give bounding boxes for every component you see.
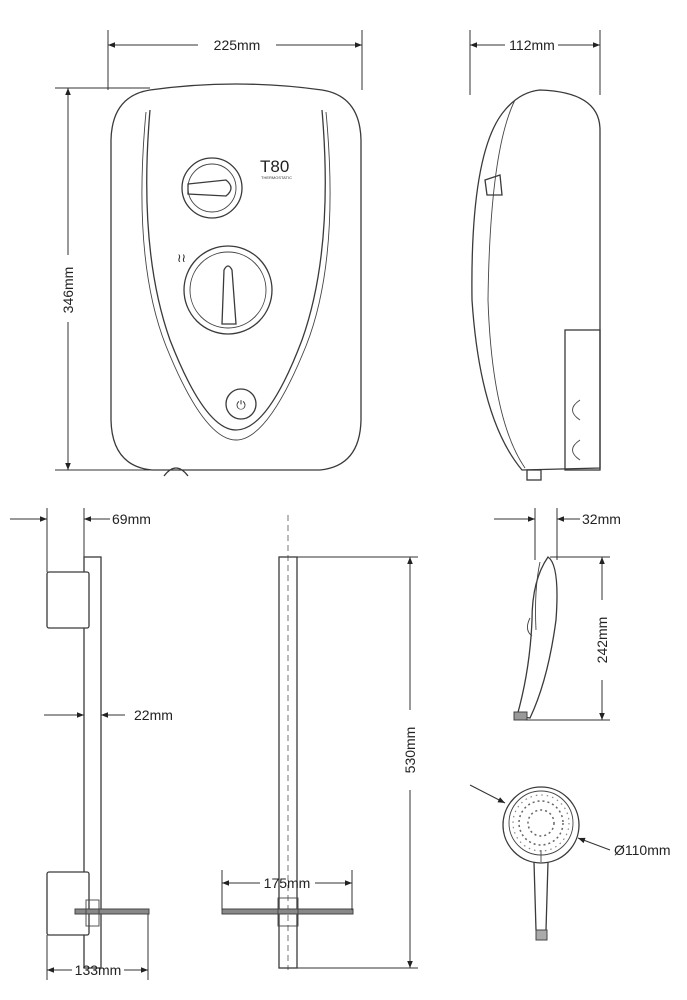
rail-projection-label: 69mm bbox=[112, 511, 151, 527]
handset-head-diameter-label: Ø110mm bbox=[614, 842, 671, 858]
shower-front-view: ≀≀ ⏻ T80 THERMOSTATIC bbox=[110, 83, 362, 477]
handset-depth-label: 32mm bbox=[582, 511, 621, 527]
soap-dish-depth-label: 133mm bbox=[75, 962, 122, 978]
handset-side-view bbox=[513, 556, 558, 721]
logo-sub: THERMOSTATIC bbox=[261, 175, 292, 180]
soap-dish-width-label: 175mm bbox=[264, 875, 311, 891]
handset-front-view bbox=[502, 786, 580, 941]
power-button[interactable]: ⏻ bbox=[225, 388, 257, 420]
temperature-dial[interactable] bbox=[181, 157, 243, 219]
outlet-connector bbox=[163, 467, 189, 477]
logo-model: T80 bbox=[260, 157, 289, 176]
rail-diameter-label: 22mm bbox=[134, 707, 173, 723]
flow-dial[interactable] bbox=[183, 245, 273, 335]
riser-rail-side-view bbox=[46, 556, 150, 969]
power-icon: ⏻ bbox=[236, 398, 246, 412]
width-label: 225mm bbox=[214, 37, 261, 53]
handset-length-label: 242mm bbox=[594, 617, 610, 664]
power-symbol-marking: ≀≀ bbox=[177, 251, 186, 265]
height-label: 346mm bbox=[60, 267, 76, 314]
riser-rail-front-view bbox=[221, 515, 354, 970]
rail-length-label: 530mm bbox=[402, 727, 418, 774]
depth-label: 112mm bbox=[509, 37, 555, 53]
shower-side-view bbox=[471, 89, 601, 481]
